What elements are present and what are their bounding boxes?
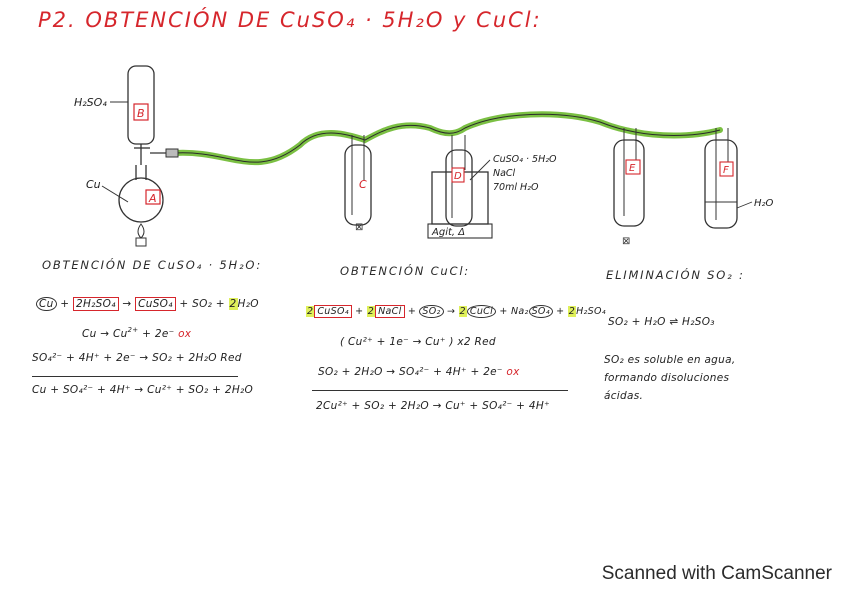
divider-1 — [32, 376, 238, 377]
equation-3-1: SO₂ + H₂O ⇌ H₂SO₃ — [608, 316, 715, 328]
flask-d-content-1: CuSO₄ · 5H₂O — [493, 154, 557, 165]
note-line-3: ácidas. — [604, 390, 644, 402]
section-heading-cucl: OBTENCIÓN CuCl: — [340, 264, 470, 278]
label-h2o: H₂O — [754, 198, 774, 209]
section-heading-so2: ELIMINACIÓN SO₂ : — [606, 268, 745, 282]
burner-icon — [135, 223, 147, 247]
note-line-2: formando disoluciones — [604, 372, 730, 384]
scanner-watermark: Scanned with CamScanner — [601, 563, 832, 584]
equation-1-2: Cu → Cu2+ + 2e⁻ ox — [82, 326, 192, 340]
label-d: D — [454, 171, 462, 182]
tube-e: ⊠ — [613, 128, 645, 247]
label-b: B — [137, 107, 145, 120]
tube-d — [427, 135, 493, 239]
equation-2-3: SO₂ + 2H₂O → SO₄²⁻ + 4H⁺ + 2e⁻ ox — [318, 366, 520, 378]
divider-2 — [312, 390, 568, 391]
stand-x-icon: ⊠ — [622, 236, 630, 247]
label-cu: Cu — [86, 178, 101, 191]
flask-d-content-2: NaCl — [493, 168, 516, 179]
equation-1-1: Cu + 2H₂SO₄ → CuSO₄ + SO₂ + 2H₂O — [36, 297, 259, 311]
equation-2-2: ( Cu²⁺ + 1e⁻ → Cu⁺ ) x2 Red — [340, 336, 496, 348]
round-flask-a — [118, 165, 164, 223]
stand-x-icon: ⊠ — [355, 222, 363, 233]
equation-1-3: SO₄²⁻ + 4H⁺ + 2e⁻ → SO₂ + 2H₂O Red — [32, 352, 242, 364]
addition-funnel-b — [127, 65, 179, 165]
page-title: P2. OBTENCIÓN DE CuSO₄ · 5H₂O y CuCl: — [38, 8, 542, 32]
agit-label: Agit, Δ — [431, 227, 465, 238]
flask-d-content-3: 70ml H₂O — [493, 182, 539, 193]
section-heading-cuso4: OBTENCIÓN DE CuSO₄ · 5H₂O: — [42, 258, 263, 272]
tube-c: ⊠ — [344, 135, 372, 233]
equation-1-4: Cu + SO₄²⁻ + 4H⁺ → Cu²⁺ + SO₂ + 2H₂O — [32, 384, 254, 396]
equation-2-4: 2Cu²⁺ + SO₂ + 2H₂O → Cu⁺ + SO₄²⁻ + 4H⁺ — [316, 400, 550, 412]
label-h2so4: H₂SO₄ — [74, 96, 107, 109]
tube-f — [704, 128, 738, 229]
label-c: C — [359, 178, 367, 191]
label-f: F — [723, 165, 729, 176]
note-line-1: SO₂ es soluble en agua, — [604, 354, 736, 366]
label-a: A — [148, 192, 157, 205]
label-e: E — [629, 163, 636, 174]
apparatus-diagram: B H₂SO₄ A Cu ⊠ C D Agit, Δ CuSO₄ · 5H₂O … — [74, 65, 774, 247]
